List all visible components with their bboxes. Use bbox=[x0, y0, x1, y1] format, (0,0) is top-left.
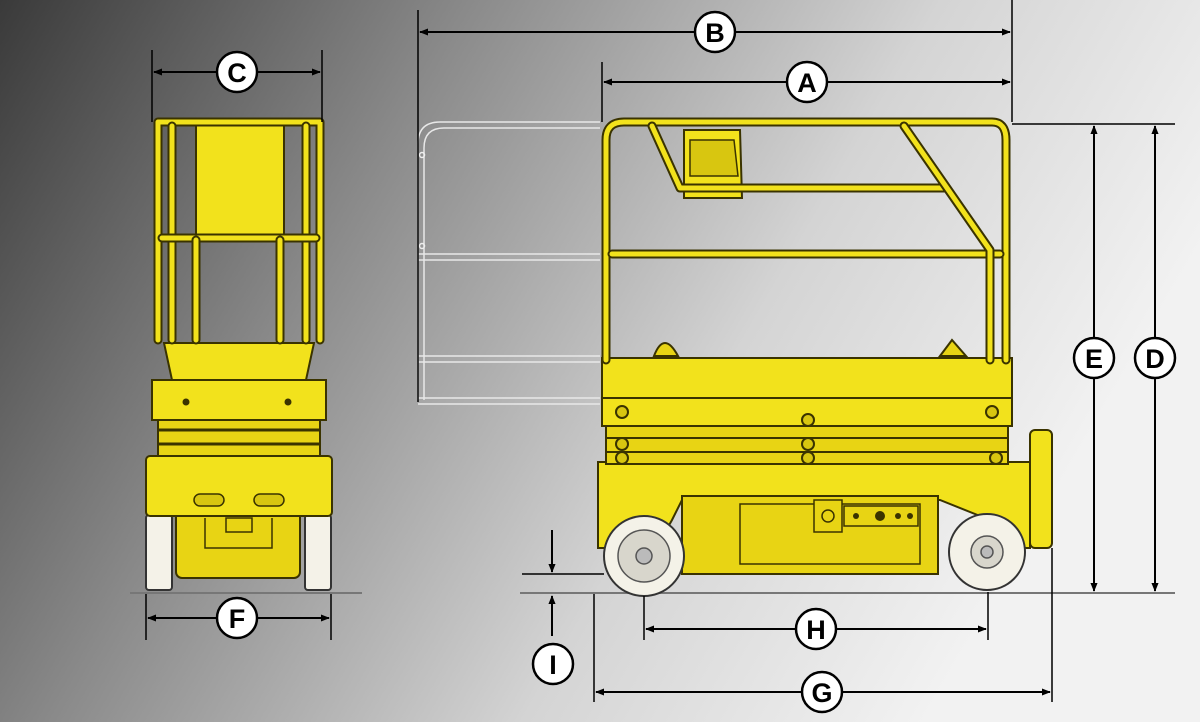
side-battery-tray bbox=[681, 495, 939, 575]
label-f: F bbox=[215, 596, 259, 640]
side-front-wheel bbox=[603, 515, 685, 597]
side-deck-lever bbox=[652, 342, 680, 357]
front-chassis bbox=[145, 455, 333, 517]
front-view-machine bbox=[145, 117, 333, 591]
label-h: H bbox=[794, 607, 838, 651]
side-control-box bbox=[813, 499, 843, 533]
front-left-wheel bbox=[145, 514, 173, 591]
label-e-text: E bbox=[1085, 344, 1103, 374]
side-view-machine bbox=[597, 117, 1053, 597]
label-b-text: B bbox=[705, 18, 725, 48]
label-d-text: D bbox=[1145, 344, 1165, 374]
label-e: E bbox=[1072, 336, 1116, 380]
label-g: G bbox=[800, 670, 844, 714]
label-i: I bbox=[531, 642, 575, 686]
front-platform-deck bbox=[151, 379, 327, 421]
label-a-text: A bbox=[797, 68, 817, 98]
side-platform-deck bbox=[601, 357, 1013, 427]
side-rear-post bbox=[1029, 429, 1053, 549]
label-c: C bbox=[215, 50, 259, 94]
side-deck-clamp bbox=[938, 338, 969, 357]
label-h-text: H bbox=[806, 615, 826, 645]
label-g-text: G bbox=[811, 678, 832, 708]
front-gate-panel bbox=[195, 121, 285, 241]
front-entry-step bbox=[162, 342, 316, 381]
label-c-text: C bbox=[227, 58, 247, 88]
side-rear-wheel bbox=[948, 513, 1026, 591]
label-i-text: I bbox=[549, 650, 557, 680]
side-guardrails bbox=[601, 117, 1011, 365]
label-f-text: F bbox=[229, 604, 246, 634]
label-b: B bbox=[693, 10, 737, 54]
front-guardrails bbox=[153, 117, 325, 345]
label-d: D bbox=[1133, 336, 1177, 380]
front-right-wheel bbox=[304, 514, 332, 591]
label-a: A bbox=[785, 60, 829, 104]
front-scissor-stack bbox=[157, 417, 321, 457]
